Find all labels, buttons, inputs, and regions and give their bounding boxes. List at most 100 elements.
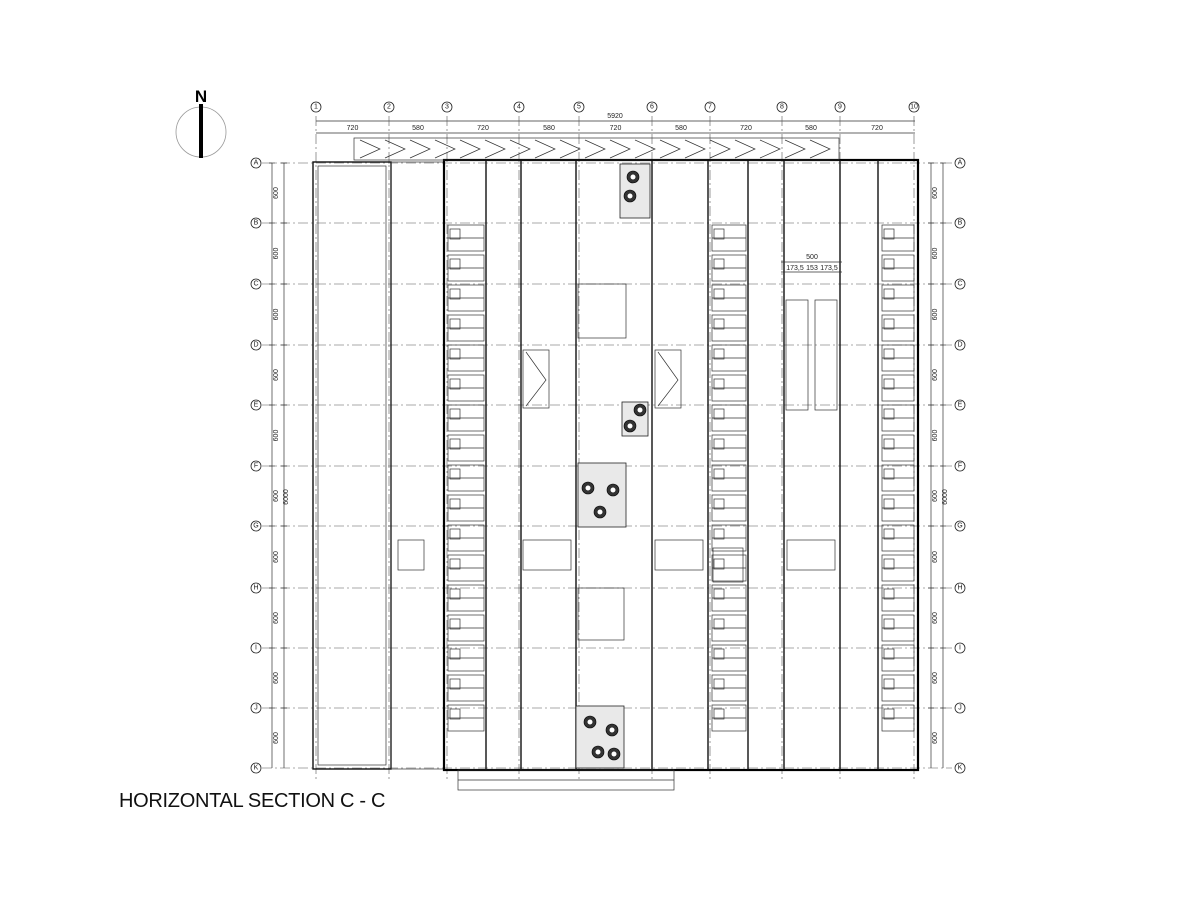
column-axis-label: 3	[445, 104, 449, 111]
bay-dimension-label: 580	[675, 125, 687, 132]
canopy-panel	[809, 139, 831, 159]
bay-dimension-label: 580	[543, 125, 555, 132]
bed-icon	[449, 558, 461, 570]
row-axis-label: D	[957, 342, 962, 349]
detail-dim-153: 153	[806, 265, 818, 272]
row-axis-label: K	[958, 765, 963, 772]
canopy-panel	[359, 139, 381, 159]
bed-icon	[713, 588, 725, 600]
row-axis-bubble	[954, 339, 966, 351]
bed-icon	[713, 468, 725, 480]
canopy-panel	[759, 139, 781, 159]
column-axis-bubble	[704, 101, 716, 113]
row-axis-bubble	[954, 217, 966, 229]
row-axis-bubble	[250, 157, 262, 169]
column-axis-label: 1	[314, 104, 318, 111]
canopy-panel	[559, 139, 581, 159]
seating-area	[577, 283, 627, 339]
row-axis-bubble	[250, 339, 262, 351]
row-axis-bubble	[250, 278, 262, 290]
column-axis-bubble	[513, 101, 525, 113]
bed-icon	[883, 618, 895, 630]
bed-icon	[713, 408, 725, 420]
building-outline	[312, 137, 920, 772]
row-axis-bubble	[954, 642, 966, 654]
row-axis-bubble	[250, 702, 262, 714]
bed-icon	[449, 588, 461, 600]
canopy-panel	[784, 139, 806, 159]
row-axis-bubble	[250, 399, 262, 411]
canopy-panel	[384, 139, 406, 159]
bed-icon	[449, 378, 461, 390]
row-axis-label: B	[254, 220, 259, 227]
row-axis-label: C	[957, 281, 962, 288]
row-axis-label: G	[253, 523, 258, 530]
canopy-panel	[534, 139, 556, 159]
side-bay-dimension-label: 600	[273, 187, 280, 199]
row-axis-label: H	[253, 585, 258, 592]
side-bay-dimension-label: 600	[273, 551, 280, 563]
column-axis-bubble	[776, 101, 788, 113]
bed-icon	[713, 498, 725, 510]
row-axis-bubble	[250, 520, 262, 532]
canopy-panel	[509, 139, 531, 159]
stair-core	[522, 539, 572, 571]
detail-dim-1735-left: 173,5	[786, 265, 804, 272]
bed-icon	[883, 498, 895, 510]
row-axis-label: D	[253, 342, 258, 349]
room-modules	[447, 224, 915, 732]
side-bay-dimension-label: 600	[932, 551, 939, 563]
side-bay-dimension-label: 600	[273, 732, 280, 744]
row-axis-bubble	[954, 399, 966, 411]
column-axis-label: 5	[577, 104, 581, 111]
drawing-title: HORIZONTAL SECTION C - C	[119, 790, 385, 812]
row-axis-bubble	[250, 642, 262, 654]
bed-icon	[883, 588, 895, 600]
bed-icon	[883, 678, 895, 690]
column-axis-label: 8	[780, 104, 784, 111]
column-axis-bubble	[310, 101, 322, 113]
stair-core	[785, 299, 809, 411]
bed-icon	[449, 438, 461, 450]
row-axis-bubble	[954, 702, 966, 714]
row-axis-label: A	[958, 160, 963, 167]
bed-icon	[713, 378, 725, 390]
bed-icon	[449, 528, 461, 540]
row-axis-label: H	[957, 585, 962, 592]
canopy-panel	[459, 139, 481, 159]
column-axis-bubble	[441, 101, 453, 113]
bed-icon	[883, 438, 895, 450]
bay-dimension-label: 580	[805, 125, 817, 132]
bed-icon	[449, 258, 461, 270]
column-axis-label: 4	[517, 104, 521, 111]
column-axis-bubble	[908, 101, 920, 113]
side-bay-dimension-label: 600	[932, 369, 939, 381]
bed-icon	[449, 498, 461, 510]
side-bay-dimension-label: 600	[273, 248, 280, 260]
side-bay-dimension-label: 600	[932, 732, 939, 744]
bed-icon	[449, 708, 461, 720]
bed-icon	[883, 528, 895, 540]
column-axis-bubble	[834, 101, 846, 113]
row-axis-bubble	[954, 460, 966, 472]
detail-dim-500: 500	[806, 254, 818, 261]
column-axis-label: 10	[910, 104, 918, 111]
canopy-hatching	[359, 139, 831, 159]
bed-icon	[883, 408, 895, 420]
column-axis-bubble	[646, 101, 658, 113]
side-bay-dimension-label: 600	[932, 248, 939, 260]
row-axis-label: J	[958, 705, 962, 712]
column-axis-label: 2	[387, 104, 391, 111]
bed-icon	[713, 678, 725, 690]
north-label: N	[195, 87, 207, 106]
bed-icon	[449, 648, 461, 660]
bed-icon	[449, 468, 461, 480]
column-axis-bubble	[383, 101, 395, 113]
bed-icon	[713, 528, 725, 540]
row-axis-bubble	[954, 582, 966, 594]
canopy-panel	[484, 139, 506, 159]
side-bay-dimension-label: 600	[273, 490, 280, 502]
